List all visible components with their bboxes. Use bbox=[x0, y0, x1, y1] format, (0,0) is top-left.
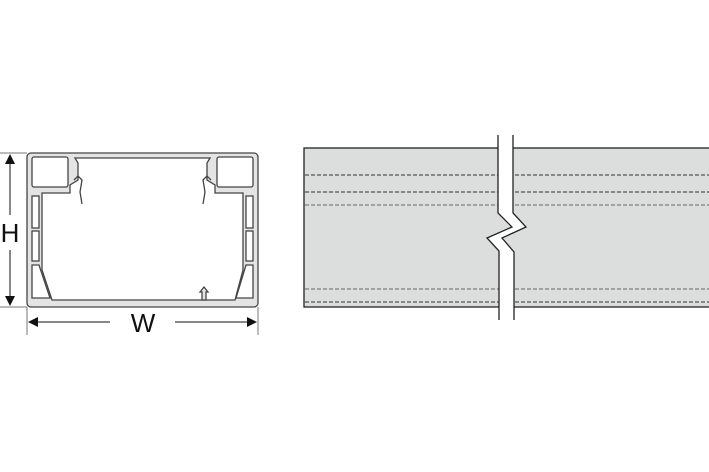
width-label: W bbox=[131, 308, 156, 338]
side-elevation bbox=[303, 135, 709, 320]
cross-section-profile bbox=[26, 152, 259, 308]
height-label: H bbox=[1, 218, 20, 248]
break-line bbox=[487, 135, 526, 320]
height-dimension bbox=[0, 152, 27, 308]
width-dimension bbox=[26, 307, 259, 335]
